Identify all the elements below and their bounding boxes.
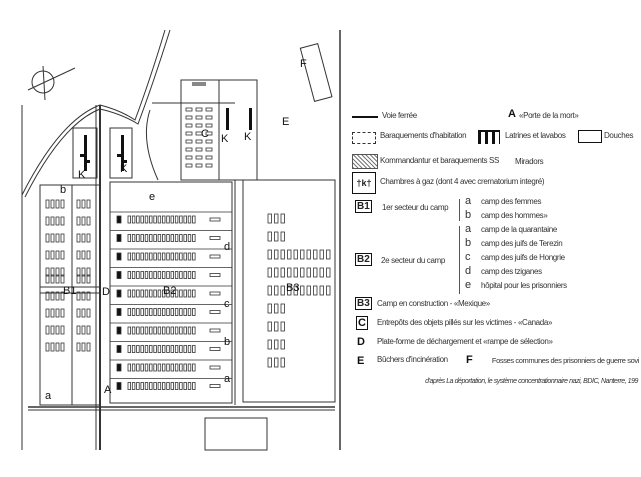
legend-kommandantur: Kommandantur et baraquements SS [380,156,500,165]
map-label-b1b: b [60,184,66,196]
map-label-d: D [102,286,110,298]
legend-item: camp des hommes» [481,211,548,220]
legend-item: camp de la quarantaine [481,225,557,234]
legend-item: camp des juifs de Terezin [481,239,563,248]
legend-item-key: a [465,223,471,235]
gas-chamber-icon: †k† [352,172,376,194]
map-label-k: K [78,169,86,181]
b3-symbol: B3 [355,297,372,310]
legend-b3: Camp en construction - «Mexique» [377,299,490,308]
legend-item-key: b [465,209,471,221]
map-label-b2: B2 [163,285,176,297]
d-symbol: D [357,336,365,348]
map-label-b2a: a [224,373,231,385]
showers-icon [578,130,602,143]
legend-item-key: e [465,279,471,291]
legend-item-key: a [465,195,471,207]
map-label-k: K [244,131,252,143]
legend-item: hôpital pour les prisonniers [481,281,567,290]
legend-item: camp des juifs de Hongrie [481,253,565,262]
map-label-e: E [282,116,289,128]
legend-gas-chambers: Chambres à gaz (dont 4 avec crematorium … [380,177,545,186]
legend-gate: «Porte de la mort» [519,111,579,120]
b1-symbol: B1 [355,200,372,213]
map-label-b2b: b [224,336,230,348]
legend-showers: Douches [604,131,634,140]
barracks-icon [352,132,376,144]
legend-latrines: Latrines et lavabos [505,131,566,140]
map-label-k: K [221,133,229,145]
map-label-b1: B1 [63,285,76,297]
map-label-b2d: d [224,241,230,253]
legend-item-key: d [465,265,471,277]
latrines-icon [478,130,500,144]
map-label-c: C [201,128,209,140]
c-symbol: C [356,316,368,330]
railway-icon [352,116,378,118]
b2-symbol: B2 [355,253,372,266]
legend-c: Entrepôts des objets pillés sur les vict… [377,318,553,327]
map-label-b2e: e [149,191,155,203]
source-credit: d'après La déportation, le système conce… [425,378,638,385]
map-label-b2c: c [224,298,230,310]
e-symbol: E [357,355,365,367]
legend-f: Fosses communes des prisonniers de guerr… [491,356,639,365]
legend-item-key: b [465,237,471,249]
legend-barracks: Baraquements d'habitation [380,131,467,140]
gate-symbol: A [508,108,516,120]
map-label-b1a: a [45,390,52,402]
legend-item-key: c [465,251,471,263]
legend-e: Bûchers d'incinération [377,355,448,364]
legend-b1: 1er secteur du camp [382,203,449,212]
legend-b2: 2e secteur du camp [381,256,445,265]
legend-item: camp des femmes [481,197,542,206]
map-label-a: A [104,384,112,396]
legend-watchtowers: Miradors [515,157,544,166]
kommandantur-icon [352,154,378,169]
map-label-f: F [300,58,307,70]
map-label-b3: B3 [286,282,299,294]
legend-item: camp des tziganes [481,267,542,276]
legend-d: Plate-forme de déchargement et «rampe de… [377,337,553,346]
map-label-k: K [120,163,128,175]
legend-railway: Voie ferrée [382,111,417,120]
f-symbol: F [466,354,473,366]
